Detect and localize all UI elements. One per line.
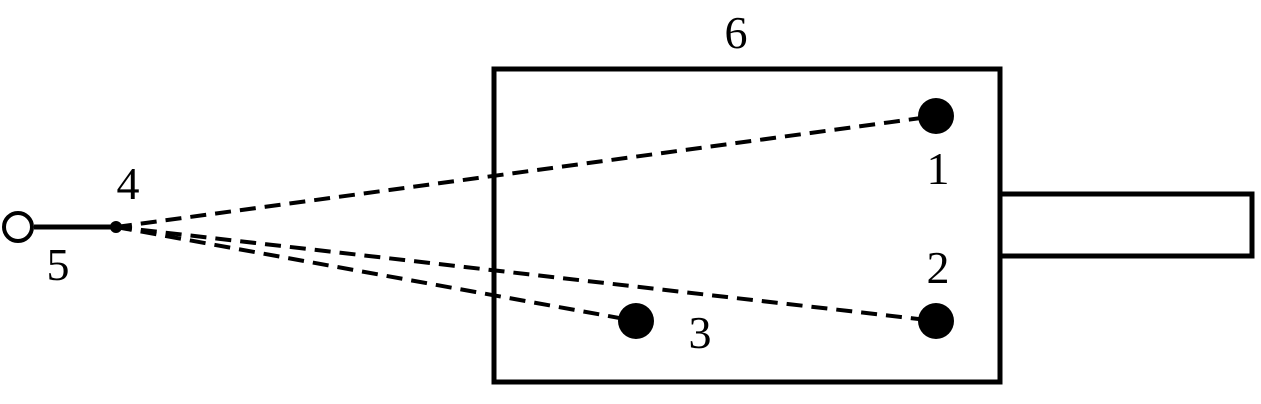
ray-to-point-2 <box>115 225 937 323</box>
label-4: 4 <box>117 158 140 209</box>
point-3-marker <box>618 303 654 339</box>
point-1-marker <box>918 98 954 134</box>
ray-to-point-1 <box>115 114 937 229</box>
point-5-marker <box>2 211 34 243</box>
label-1: 1 <box>927 143 950 194</box>
label-5: 5 <box>47 239 70 290</box>
side-shaft <box>997 191 1255 259</box>
label-2: 2 <box>927 242 950 293</box>
point-2-marker <box>918 303 954 339</box>
label-3: 3 <box>689 307 712 358</box>
ray-to-point-3 <box>115 225 637 323</box>
label-6: 6 <box>725 7 748 58</box>
